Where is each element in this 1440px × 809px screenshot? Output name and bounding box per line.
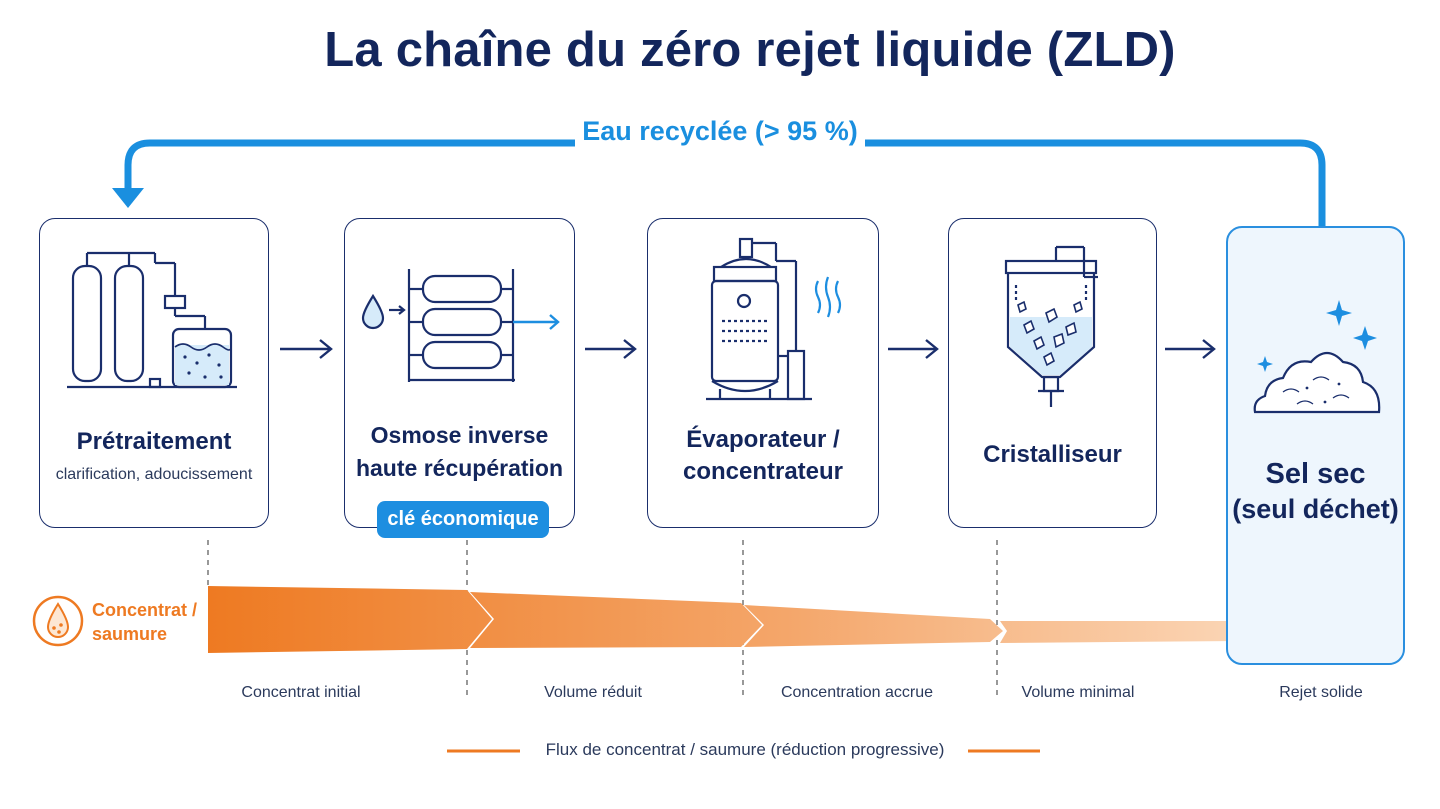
step-title: Cristalliseur: [983, 441, 1122, 468]
crystallizer-icon: [1004, 245, 1098, 407]
brine-segment-3: [744, 605, 1003, 647]
flow-arrow: [585, 339, 637, 359]
recycled-water-label: Eau recyclée (> 95 %): [575, 116, 865, 147]
recycle-loop-arrow: [124, 139, 1326, 228]
step-title-line2: concentrateur: [682, 458, 844, 485]
stage-label: Concentration accrue: [780, 684, 934, 701]
brine-label-line2: saumure: [92, 624, 168, 645]
diagram-title: La chaîne du zéro rejet liquide (ZLD): [324, 23, 1176, 77]
stage-label: Rejet solide: [1279, 684, 1363, 701]
step-title-line1: Sel sec: [1265, 458, 1366, 490]
brine-label-line1: Concentrat /: [92, 600, 198, 620]
brine-segment-4: [1000, 615, 1258, 647]
brine-label: Concentrat / saumure: [92, 598, 197, 647]
step-card-crystallizer: Cristalliseur: [948, 218, 1157, 528]
legend-label: Flux de concentrat / saumure (réduction …: [545, 740, 945, 759]
evaporator-icon: [706, 237, 842, 401]
brine-segment-2: [470, 592, 762, 648]
step-card-evaporator: Évaporateur / concentrateur: [647, 218, 879, 528]
brine-droplet-icon: [32, 595, 84, 647]
step-title-line2: (seul déchet): [1232, 494, 1399, 524]
step-title-line1: Osmose inverse: [370, 422, 549, 448]
step-title: Prétraitement: [76, 428, 232, 455]
economic-key-badge: clé économique: [377, 501, 549, 538]
pretreatment-tanks-icon: [67, 251, 237, 389]
recycle-arrowhead: [112, 188, 144, 208]
stage-label: Volume réduit: [544, 684, 642, 701]
stage-label: Concentrat initial: [241, 684, 361, 701]
step-title-line2: haute récupération: [355, 455, 564, 481]
brine-flow-band: [208, 586, 1258, 653]
step-card-dry-salt: Sel sec (seul déchet): [1226, 226, 1405, 665]
step-card-pretreatment: Prétraitement clarification, adoucisseme…: [39, 218, 269, 528]
flow-arrow: [1165, 339, 1216, 359]
flow-arrow: [888, 339, 939, 359]
stage-label: Volume minimal: [1021, 684, 1135, 701]
step-card-reverse-osmosis: Osmose inverse haute récupération: [344, 218, 575, 528]
flow-arrow: [280, 339, 333, 359]
salt-pile-icon: [1253, 300, 1381, 414]
step-title-line1: Évaporateur /: [686, 426, 840, 453]
step-subtitle: clarification, adoucissement: [55, 466, 253, 483]
reverse-osmosis-membranes-icon: [361, 269, 560, 382]
brine-segment-1: [208, 586, 492, 653]
